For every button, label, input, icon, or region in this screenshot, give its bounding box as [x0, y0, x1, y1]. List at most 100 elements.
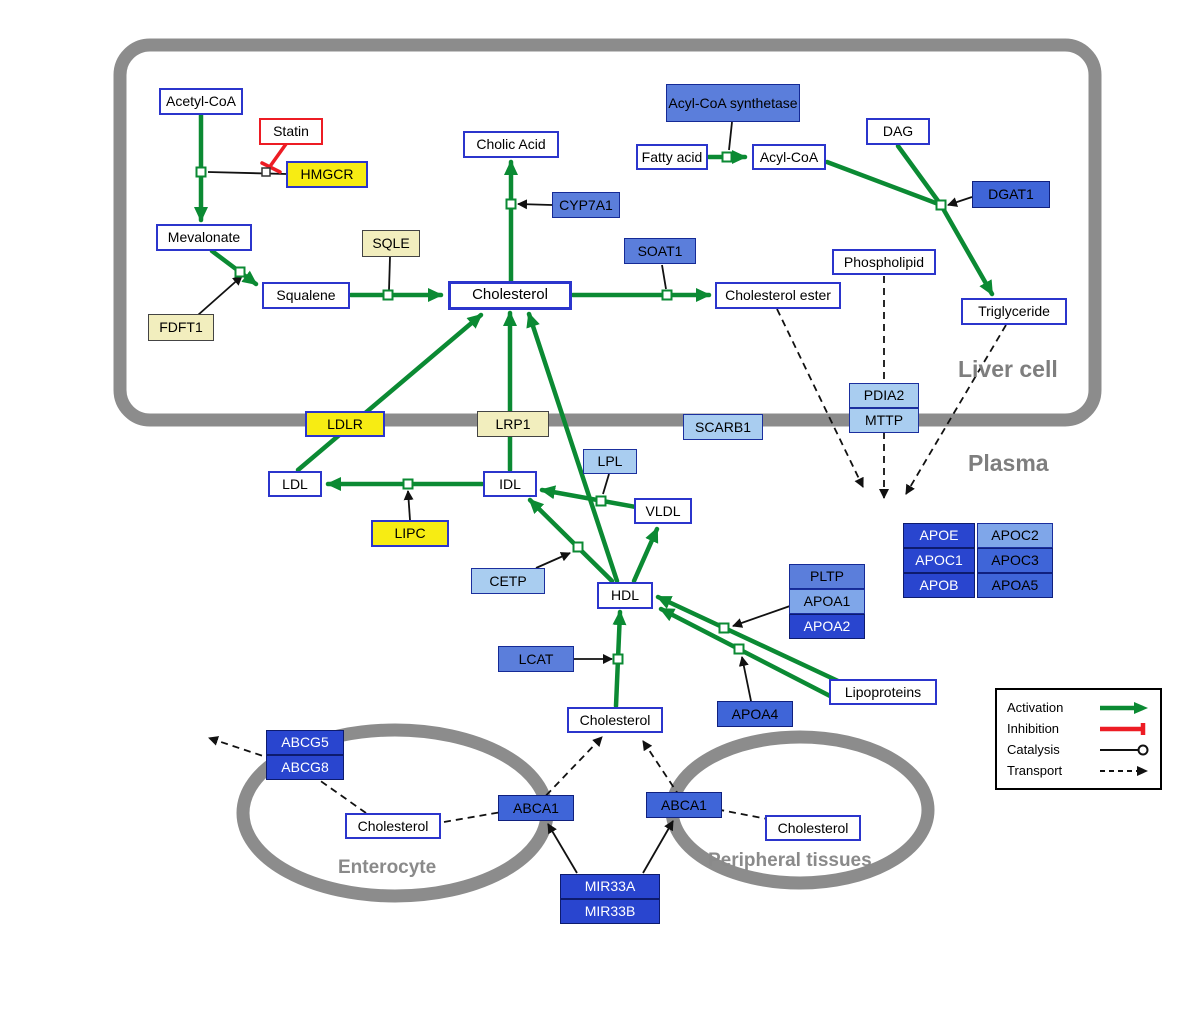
- node-cholesterol-plasma[interactable]: Cholesterol: [567, 707, 663, 733]
- edge-lipc-catalysis: [403, 490, 414, 521]
- edge-cholesterolester-to-plasma: [776, 308, 864, 488]
- node-ldl[interactable]: LDL: [268, 471, 322, 497]
- node-cholesterol-liver[interactable]: Cholesterol: [448, 280, 572, 310]
- node-fdft1[interactable]: FDFT1: [148, 313, 214, 341]
- legend-inhibition-label: Inhibition: [1007, 721, 1060, 736]
- node-apoa4[interactable]: APOA4: [717, 701, 793, 727]
- node-soat1[interactable]: SOAT1: [624, 238, 696, 264]
- node-lrp1[interactable]: LRP1: [477, 411, 549, 437]
- edge-lipoproteins-hdl-2: [658, 606, 835, 700]
- edge-lpl-catalysis: [602, 473, 610, 495]
- node-lcat[interactable]: LCAT: [498, 646, 574, 672]
- node-mttp[interactable]: MTTP: [849, 407, 919, 433]
- node-cholesterol-peripheral[interactable]: Cholesterol: [765, 815, 861, 841]
- reaction-nodes: [195, 151, 947, 665]
- node-squalene[interactable]: Squalene: [262, 281, 350, 309]
- activation-arrow-icon: [1100, 701, 1148, 714]
- legend-inhibition: Inhibition: [1007, 718, 1150, 739]
- edge-triglyceride-to-plasma: [905, 324, 1007, 495]
- node-apoc3[interactable]: APOC3: [977, 547, 1053, 573]
- node-apoc2[interactable]: APOC2: [977, 522, 1053, 548]
- node-cholic-acid[interactable]: Cholic Acid: [463, 130, 559, 158]
- node-mevalonate[interactable]: Mevalonate: [156, 223, 252, 251]
- node-sqle[interactable]: SQLE: [362, 229, 420, 257]
- edge-acylcoa-dgat1: [824, 159, 944, 208]
- node-phospholipid[interactable]: Phospholipid: [832, 249, 936, 275]
- node-abca1-peripheral[interactable]: ABCA1: [646, 792, 722, 818]
- node-statin[interactable]: Statin: [259, 117, 323, 145]
- node-fatty-acid[interactable]: Fatty acid: [636, 144, 708, 170]
- edge-fdft1-catalysis: [197, 275, 243, 316]
- node-cholesterol-ester[interactable]: Cholesterol ester: [715, 281, 841, 309]
- edge-hdl-liver-cholesterol: [526, 311, 620, 584]
- edge-dag-dgat1: [895, 143, 944, 208]
- node-cholesterol-enterocyte[interactable]: Cholesterol: [345, 813, 441, 839]
- node-lipc[interactable]: LIPC: [371, 519, 449, 547]
- catalysis-edges: [197, 121, 973, 874]
- catalysis-circle-icon: [1100, 744, 1149, 755]
- edge-apoa4-catalysis: [738, 656, 752, 702]
- legend: Activation Inhibition Catalysis Transpor…: [995, 688, 1162, 790]
- node-acyl-coa-synthetase[interactable]: Acyl-CoA synthetase: [666, 84, 800, 122]
- edge-cyp7a1-catalysis: [517, 199, 553, 210]
- transport-dashed-arrow-icon: [1100, 765, 1148, 776]
- edge-hdl-vldl: [631, 526, 660, 584]
- edge-hmgcr-catalysis: [207, 171, 288, 175]
- node-lpl[interactable]: LPL: [583, 448, 637, 474]
- liver-cell-membrane: [113, 38, 1102, 427]
- node-pltp[interactable]: PLTP: [789, 563, 865, 589]
- node-triglyceride[interactable]: Triglyceride: [961, 297, 1067, 325]
- node-acyl-coa[interactable]: Acyl-CoA: [752, 144, 826, 170]
- node-cetp[interactable]: CETP: [471, 568, 545, 594]
- edge-mir33-abca1-left: [547, 823, 578, 874]
- node-idl[interactable]: IDL: [483, 471, 537, 497]
- edge-mevalonate-squalene: [209, 248, 259, 287]
- activation-edges: [194, 112, 995, 709]
- node-hmgcr[interactable]: HMGCR: [286, 160, 368, 188]
- edge-lipoproteins-hdl-1: [655, 594, 841, 684]
- inhibition-tbar-icon: [1100, 722, 1146, 735]
- node-apoa1[interactable]: APOA1: [789, 588, 865, 614]
- edge-hdl-idl: [527, 497, 615, 584]
- node-apoe[interactable]: APOE: [903, 522, 975, 548]
- node-abca1-enterocyte[interactable]: ABCA1: [498, 795, 574, 821]
- node-apoc1[interactable]: APOC1: [903, 547, 975, 573]
- node-cyp7a1[interactable]: CYP7A1: [552, 192, 620, 218]
- node-abcg5[interactable]: ABCG5: [266, 729, 344, 755]
- node-vldl[interactable]: VLDL: [634, 498, 692, 524]
- legend-activation: Activation: [1007, 697, 1150, 718]
- node-apoa5[interactable]: APOA5: [977, 572, 1053, 598]
- statin-target-node: [261, 167, 271, 177]
- node-mir33b[interactable]: MIR33B: [560, 898, 660, 924]
- legend-activation-label: Activation: [1007, 700, 1064, 715]
- node-ldlr[interactable]: LDLR: [305, 411, 385, 437]
- edge-dgat1-catalysis: [947, 196, 973, 207]
- edge-sqle-catalysis: [388, 256, 391, 291]
- legend-transport-label: Transport: [1007, 763, 1063, 778]
- node-mir33a[interactable]: MIR33A: [560, 873, 660, 899]
- node-dag[interactable]: DAG: [866, 117, 930, 145]
- node-pdia2[interactable]: PDIA2: [849, 382, 919, 408]
- node-lipoproteins[interactable]: Lipoproteins: [829, 679, 937, 705]
- legend-catalysis-label: Catalysis: [1007, 742, 1060, 757]
- inhibition-edge-statin-hmgcr: [260, 142, 288, 174]
- edge-enterocyte-cholesterol-efflux: [443, 736, 603, 823]
- edge-dgat1-triglyceride: [938, 202, 995, 297]
- node-abcg8[interactable]: ABCG8: [266, 754, 344, 780]
- node-dgat1[interactable]: DGAT1: [972, 180, 1050, 208]
- node-acetyl-coa[interactable]: Acetyl-CoA: [159, 87, 243, 115]
- edge-apoa-group-catalysis: [732, 605, 791, 628]
- legend-catalysis: Catalysis: [1007, 739, 1150, 760]
- legend-transport: Transport: [1007, 760, 1150, 781]
- node-hdl[interactable]: HDL: [597, 581, 653, 609]
- edge-acylcoasynthetase-catalysis: [728, 121, 733, 151]
- edge-mir33-abca1-right: [642, 820, 674, 874]
- edge-cetp-catalysis: [535, 552, 571, 569]
- node-apob[interactable]: APOB: [903, 572, 975, 598]
- edge-ldl-cholesterol-via-ldlr: [295, 312, 484, 473]
- node-apoa2[interactable]: APOA2: [789, 613, 865, 639]
- node-scarb1[interactable]: SCARB1: [683, 414, 763, 440]
